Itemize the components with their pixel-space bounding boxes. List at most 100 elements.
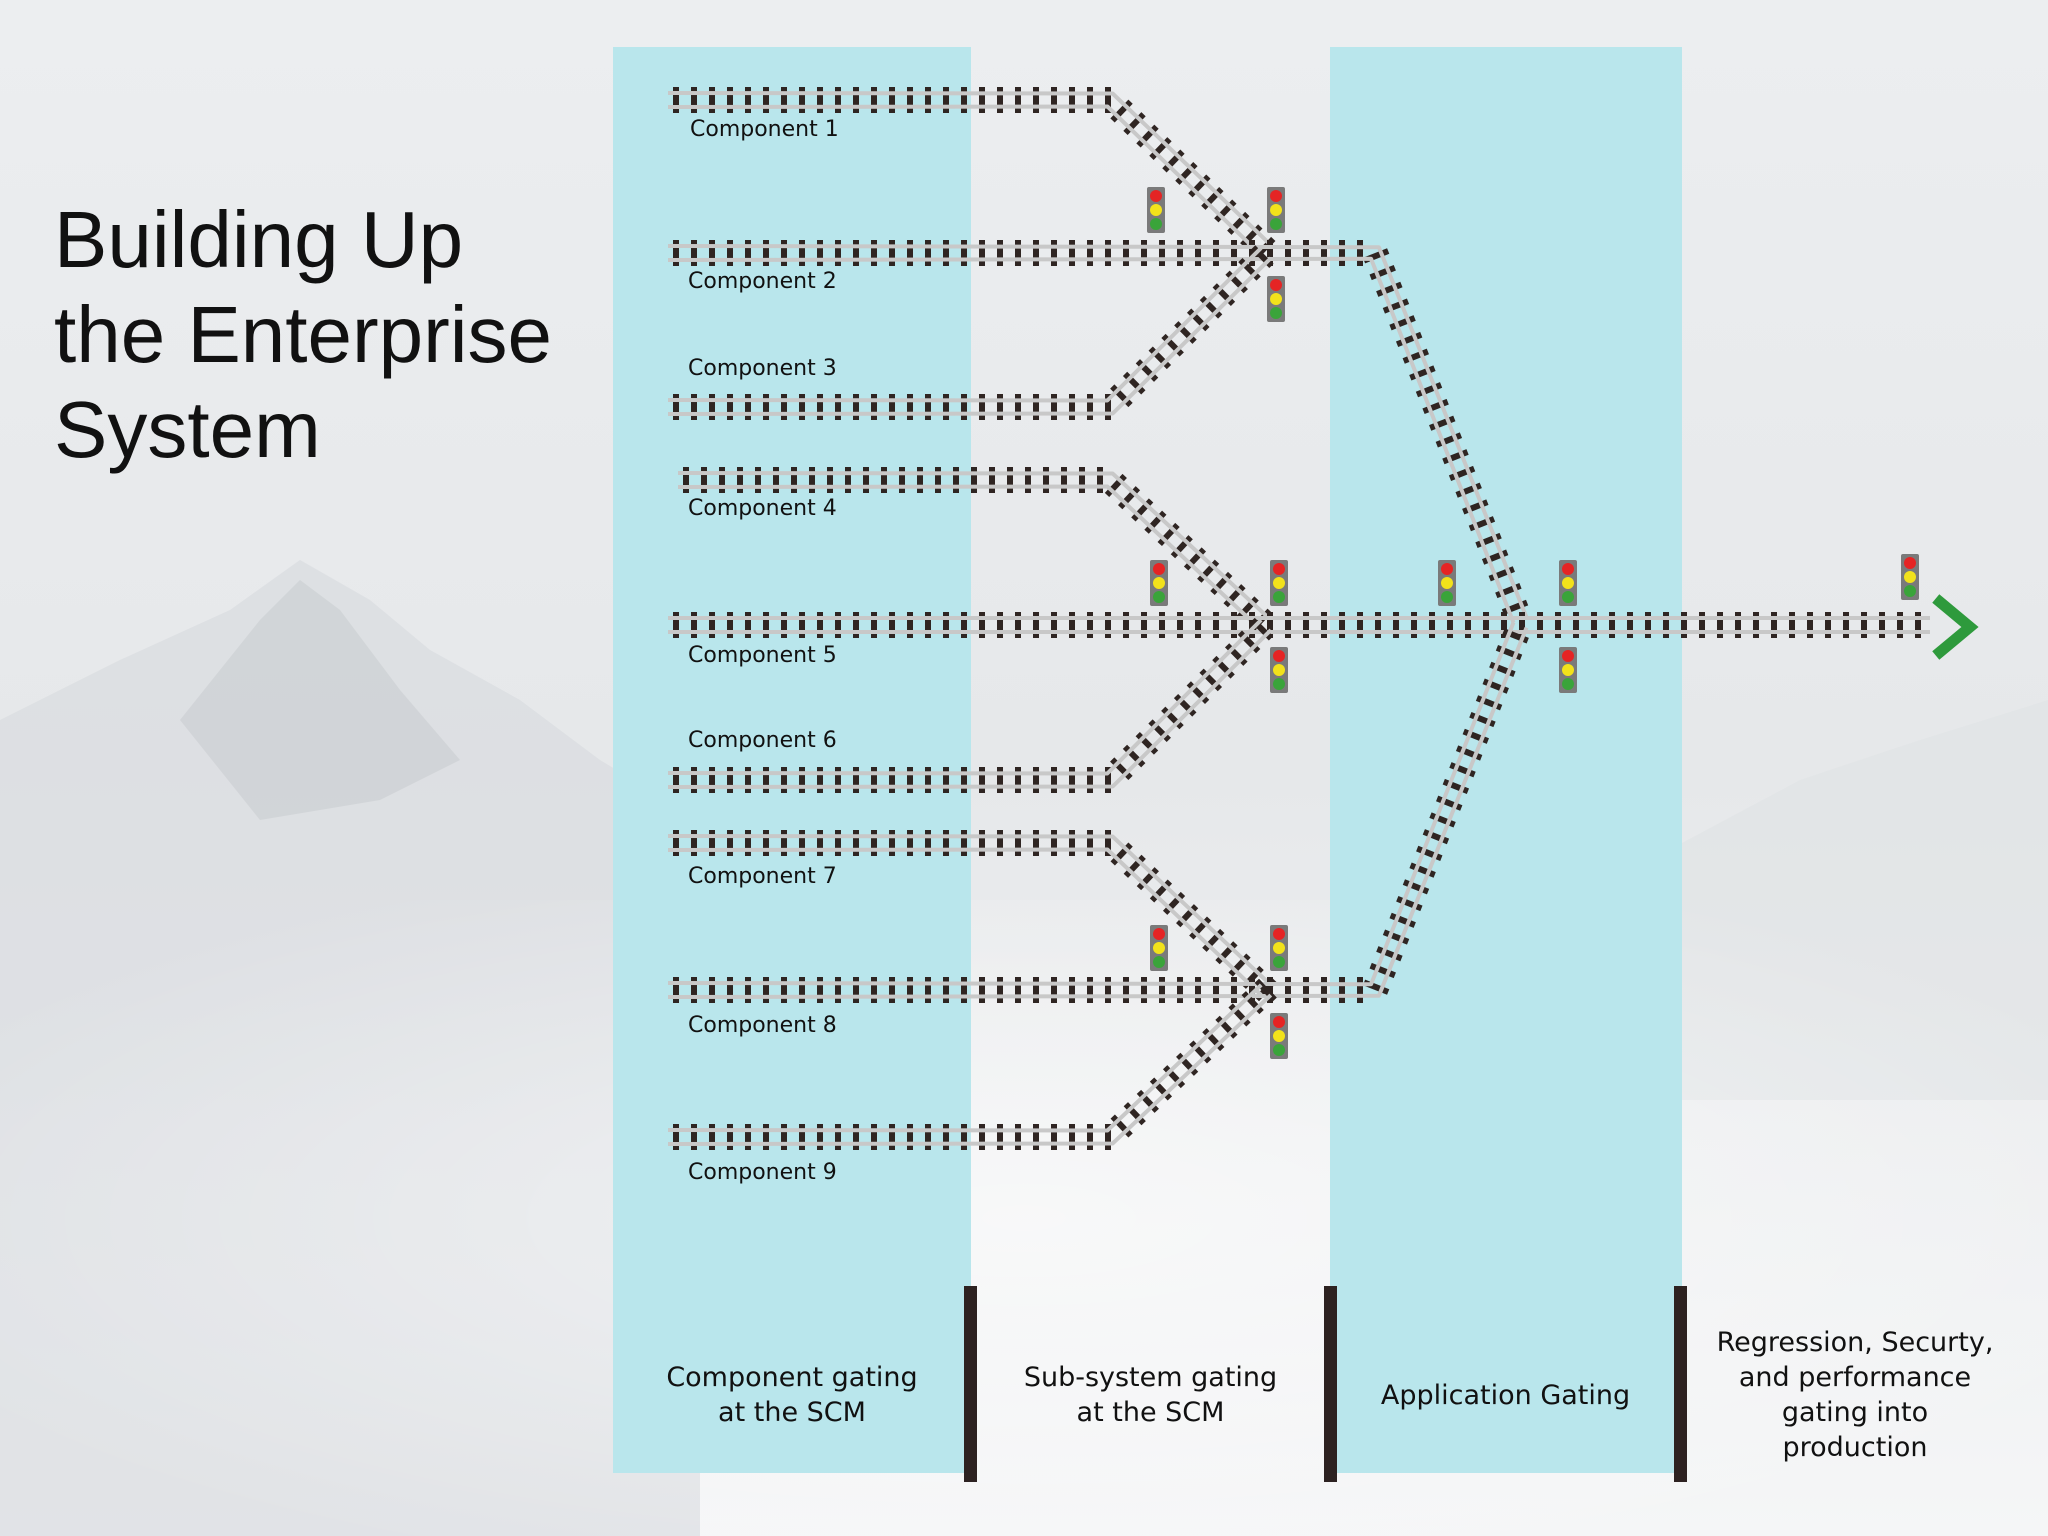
track-tie (1215, 941, 1238, 965)
traffic-light-icon (1267, 276, 1285, 322)
stage-label-line: Sub-system gating (1023, 1362, 1278, 1393)
track-tie (1376, 281, 1403, 297)
stage-label-line: at the SCM (1076, 1397, 1225, 1428)
component-label-7: Component 7 (688, 864, 837, 889)
track-tie (1228, 953, 1251, 977)
traffic-light-icon (1559, 560, 1577, 606)
track-tie (1448, 465, 1476, 481)
track-tie (1462, 728, 1489, 744)
track-rail (667, 256, 1516, 624)
stage-label-line: Component gating (666, 1362, 918, 1393)
traffic-light-icon (1147, 187, 1165, 233)
slide-title-line: System (54, 385, 321, 474)
track-tie (1122, 744, 1146, 768)
track-component-4 (677, 467, 1273, 632)
slide-title-line: the Enterprise (54, 290, 553, 379)
track-tie (1227, 211, 1250, 235)
track-rail (677, 484, 1263, 632)
track-tie (1369, 264, 1396, 281)
track-tie (1395, 331, 1423, 348)
track-tie (1148, 346, 1172, 370)
track-rail (667, 993, 1273, 1146)
track-tie (1382, 298, 1410, 314)
track-tie (1455, 745, 1483, 761)
track-tie (1173, 693, 1197, 717)
track-rail (667, 256, 1273, 416)
track-tie (1369, 962, 1396, 979)
component-label-8: Component 8 (688, 1013, 837, 1038)
stage-label-line: production (1782, 1432, 1928, 1463)
track-tie (1161, 706, 1184, 730)
track-component-5 (668, 612, 1930, 638)
track-component-9 (667, 978, 1277, 1150)
traffic-light-icon (1150, 925, 1168, 971)
track-tie (1215, 1015, 1238, 1039)
traffic-light-icon (1270, 647, 1288, 693)
track-tie (1214, 199, 1237, 223)
track-tie (1435, 432, 1463, 448)
track-rail (667, 91, 1273, 247)
track-tie (1422, 398, 1449, 415)
track-tie (1202, 1028, 1225, 1052)
track-rail (667, 621, 1516, 987)
track-tie (1422, 829, 1450, 845)
track-tie (1123, 1102, 1146, 1126)
stage-band-component (613, 47, 971, 1473)
track-component-3 (667, 245, 1274, 420)
track-tie (1175, 162, 1198, 185)
track-tie (1136, 867, 1159, 891)
traffic-light-icon (1270, 560, 1288, 606)
track-tie (1449, 762, 1476, 778)
stage-band-application (1330, 47, 1682, 1473)
traffic-light-icon (1559, 647, 1577, 693)
track-tie (1224, 643, 1248, 666)
track-tie (1225, 270, 1248, 294)
component-label-1: Component 1 (690, 117, 839, 142)
track-component-8 (667, 621, 1529, 1003)
stage-label-application: Application Gating (1337, 1330, 1674, 1460)
track-tie (1110, 384, 1133, 408)
component-label-4: Component 4 (688, 496, 837, 521)
stage-divider (1674, 1286, 1687, 1482)
track-tie (1123, 112, 1146, 136)
traffic-light-icon (1150, 560, 1168, 606)
track-tie (1402, 879, 1430, 895)
track-tie (1212, 283, 1236, 306)
stage-label-subsystem: Sub-system gating at the SCM (977, 1330, 1324, 1460)
track-tie (1415, 382, 1443, 398)
track-tie (1429, 415, 1456, 431)
track-component-6 (667, 617, 1274, 793)
traffic-light-icon (1438, 560, 1456, 606)
track-tie (1123, 854, 1146, 878)
track-tie (1117, 486, 1141, 510)
track-tie (1161, 333, 1184, 357)
track-tie (1201, 186, 1224, 210)
stage-label-production: Regression, Securty, and performance gat… (1687, 1300, 2023, 1490)
track-tie (1202, 928, 1225, 952)
track-rail (677, 471, 1273, 622)
track-tie (1188, 174, 1211, 198)
track-tie (1223, 584, 1246, 608)
track-tie (1389, 315, 1416, 331)
track-rail (667, 983, 1263, 1133)
track-rail (667, 847, 1263, 997)
track-tie (1389, 912, 1416, 928)
slide-title: Building Up the Enterprise System (54, 192, 614, 477)
track-tie (1455, 482, 1482, 498)
stage-label-line: Application Gating (1380, 1379, 1631, 1411)
track-tie (1429, 812, 1456, 828)
traffic-light-icon (1270, 1013, 1288, 1059)
track-rail (667, 628, 1273, 789)
track-tie (1382, 929, 1410, 945)
track-tie (1186, 681, 1210, 704)
component-label-5: Component 5 (688, 643, 837, 668)
component-label-6: Component 6 (688, 728, 837, 753)
component-label-9: Component 9 (688, 1160, 837, 1185)
track-component-1 (667, 87, 1276, 260)
component-label-3: Component 3 (688, 356, 837, 381)
slide-title-line: Building Up (54, 195, 464, 284)
track-tie (1462, 499, 1489, 515)
track-tie (1135, 359, 1159, 382)
